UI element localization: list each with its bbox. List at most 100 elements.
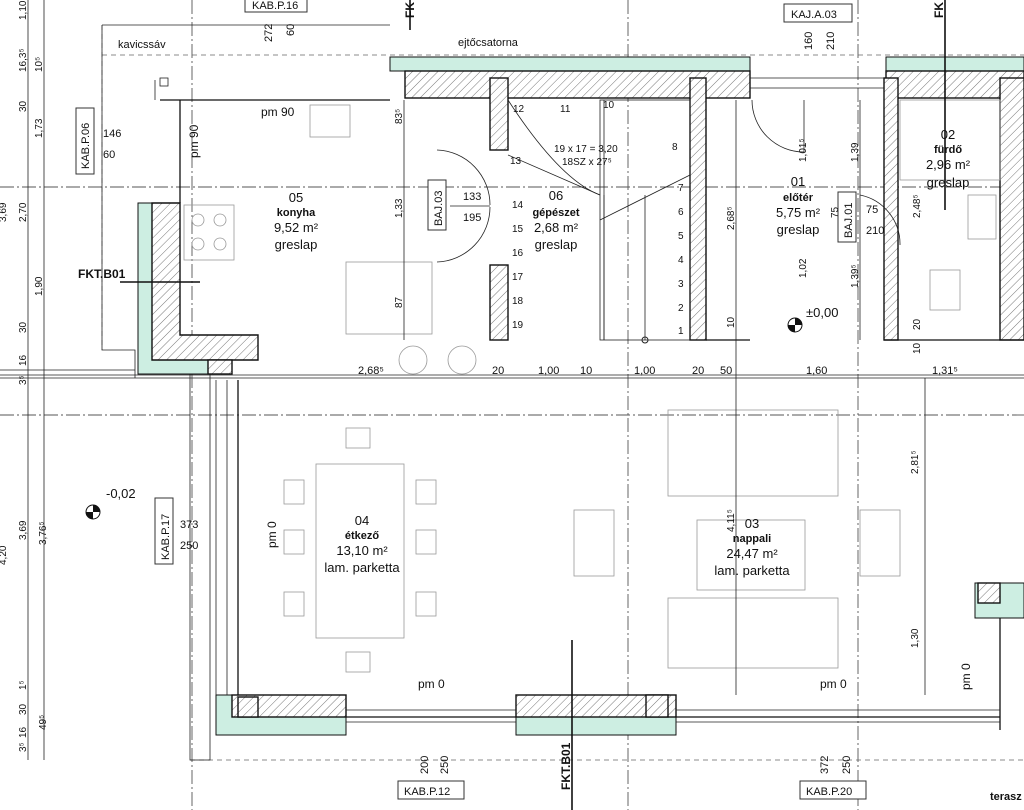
dim-kitchen-1: 83⁵ xyxy=(394,109,405,124)
room-number: 05 xyxy=(289,190,303,205)
dim-h-3: 1,00 xyxy=(538,365,559,377)
room-area: 2,68 m² xyxy=(534,220,579,235)
dim-kitchen-3: 87 xyxy=(394,296,405,308)
stair-step: 13 xyxy=(510,156,522,167)
dim-l-4: 30 xyxy=(18,100,29,112)
dim-l-8: 1,90 xyxy=(34,276,45,296)
kab-p12-width: 200 xyxy=(419,756,431,774)
room-name: gépészet xyxy=(532,207,579,219)
dim-l-6: 3,69 xyxy=(0,202,9,222)
stair-step: 11 xyxy=(560,104,571,115)
tag-kaj-a03-text: KAJ.A.03 xyxy=(791,9,837,21)
dim-l-16: 30 xyxy=(18,703,29,715)
room-name: fürdő xyxy=(934,144,962,156)
baj-01-height: 210 xyxy=(866,225,884,237)
label-pm0-living: pm 0 xyxy=(820,677,847,691)
stair-step: 7 xyxy=(678,183,684,194)
room-number: 06 xyxy=(549,188,563,203)
label-pm0-left: pm 0 xyxy=(265,521,279,548)
stair-step: 6 xyxy=(678,207,684,218)
kaj-a03-height: 210 xyxy=(825,32,837,50)
room-name: nappali xyxy=(733,533,772,545)
room-number: 01 xyxy=(791,174,805,189)
room-floor: greslap xyxy=(535,237,578,252)
dim-l-14: 4,20 xyxy=(0,545,9,565)
label-stair-2: 18SZ x 27⁵ xyxy=(562,157,612,168)
dim-l-19: 49⁵ xyxy=(38,715,49,730)
section-label-fk-top-2: FK xyxy=(932,2,946,18)
room-floor: greslap xyxy=(777,222,820,237)
dimension-chain: 2,68⁵ 20 1,00 10 1,00 20 50 1,60 1,31⁵ xyxy=(0,365,1024,377)
stair-step: 8 xyxy=(672,142,678,153)
tag-kab-p12: KAB.P.12 xyxy=(397,780,465,800)
room-number: 03 xyxy=(745,516,759,531)
tag-kab-p16: KAB.P.16 xyxy=(244,0,308,13)
dim-bath-2: 20 xyxy=(912,318,923,330)
room-area: 13,10 m² xyxy=(336,543,388,558)
tag-baj-03-text: BAJ.03 xyxy=(433,191,445,226)
dim-l-7: 2,70 xyxy=(18,202,29,222)
label-stair-1: 19 x 17 = 3,20 xyxy=(554,144,618,155)
section-cuts xyxy=(120,0,946,810)
tag-kab-p06: KAB.P.06 xyxy=(75,107,95,175)
dim-h-9: 1,31⁵ xyxy=(932,365,958,377)
tag-kab-p12-text: KAB.P.12 xyxy=(404,786,450,798)
tag-baj-01-text: BAJ.01 xyxy=(843,203,855,238)
room-name: előtér xyxy=(783,192,814,204)
stair-step: 18 xyxy=(512,296,524,307)
kab-p16-height: 60 xyxy=(285,24,297,36)
dim-hall-2: 1,39 xyxy=(850,142,861,162)
section-label-fkt-b01-left: FKT.B01 xyxy=(78,267,126,281)
stair-step: 16 xyxy=(512,248,524,259)
stair-step: 15 xyxy=(512,224,524,235)
dim-l-1: 1,10 xyxy=(18,0,29,20)
dim-hall-3: 1,02 xyxy=(798,258,809,278)
dim-l-5: 1,73 xyxy=(34,118,45,138)
dim-h-8: 1,60 xyxy=(806,365,827,377)
section-label-fkt-b01-bottom: FKT.B01 xyxy=(559,742,573,790)
room-area: 9,52 m² xyxy=(274,220,319,235)
dim-h-1: 2,68⁵ xyxy=(358,365,384,377)
walls xyxy=(137,56,1024,736)
label-terasz: terasz xyxy=(990,791,1022,803)
site-outline xyxy=(0,24,1024,761)
room-name: konyha xyxy=(277,207,316,219)
dim-living-1: 4,11⁵ xyxy=(726,509,737,532)
dim-l-18: 3⁵ xyxy=(18,742,29,752)
dim-hall-5: 75 xyxy=(830,206,841,218)
room-area: 2,96 m² xyxy=(926,157,971,172)
dim-l-12: 3,69 xyxy=(18,520,29,540)
dim-hall-1: 1,01⁵ xyxy=(798,138,809,162)
tag-baj-03: BAJ.03 xyxy=(427,179,447,231)
tag-kab-p16-text: KAB.P.16 xyxy=(252,0,298,12)
tag-kab-p06-text: KAB.P.06 xyxy=(80,123,92,169)
room-floor: greslap xyxy=(275,237,318,252)
room-label-furdo: 02 fürdő 2,96 m² greslap xyxy=(926,127,971,190)
baj-03-height: 195 xyxy=(463,212,481,224)
tag-kab-p20: KAB.P.20 xyxy=(799,780,867,800)
dim-living-2: 2,81⁵ xyxy=(910,450,921,474)
dim-l-17: 16 xyxy=(18,726,29,738)
room-label-konyha: 05 konyha 9,52 m² greslap xyxy=(274,190,319,252)
baj-03-width: 133 xyxy=(463,191,481,203)
left-dimensions: 1,10 16,3⁵ 10⁵ 30 1,73 3,69 2,70 1,90 30… xyxy=(0,0,49,760)
level-marker-002 xyxy=(85,504,101,520)
kab-p20-height: 250 xyxy=(841,756,853,774)
room-floor: greslap xyxy=(927,175,970,190)
dim-h-2: 20 xyxy=(492,365,504,377)
stair-step: 14 xyxy=(512,200,524,211)
dim-kitchen-2: 1,33 xyxy=(394,198,405,218)
stair-step: 12 xyxy=(513,104,525,115)
dim-hall-4: 1,39⁵ xyxy=(850,264,861,288)
stair-step: 17 xyxy=(512,272,524,283)
furniture xyxy=(183,99,1001,673)
stair-step: 3 xyxy=(678,279,684,290)
dim-bath-3: 10 xyxy=(912,342,923,354)
room-label-gepeszet: 06 gépészet 2,68 m² greslap xyxy=(532,188,579,252)
tag-baj-01: BAJ.01 xyxy=(837,191,857,243)
kab-p17-width: 373 xyxy=(180,519,198,531)
dim-mech-1: 2,68⁵ xyxy=(726,206,737,230)
level-marker-000 xyxy=(787,317,803,333)
label-ejtocsatorna: ejtőcsatorna xyxy=(458,37,519,49)
